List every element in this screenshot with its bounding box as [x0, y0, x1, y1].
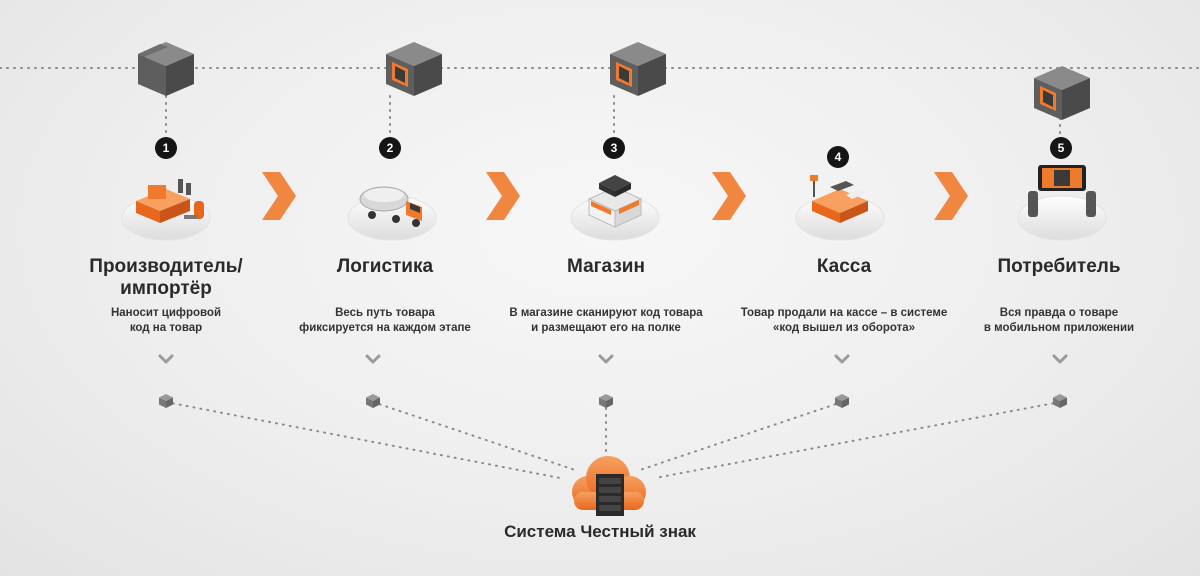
node-cube-icon [159, 394, 1067, 408]
chevron-down-icon [158, 354, 1068, 364]
step-title: Касса [816, 256, 872, 277]
step-number-badge: 3 [603, 137, 625, 159]
cloud-server-icon [572, 456, 646, 516]
step-number-badge: 1 [155, 137, 177, 159]
step-title: Потребитель [997, 256, 1121, 277]
qr-box-icon [1034, 66, 1090, 120]
box-icon [138, 42, 194, 96]
step-description: Весь путь товара фиксируется на каждом э… [299, 307, 471, 334]
qr-box-icon [610, 42, 666, 96]
system-label: Система Честный знак [504, 522, 696, 541]
phone-icon [1028, 165, 1096, 217]
step-title: Производитель/ импортёр [89, 256, 243, 299]
truck-icon [359, 186, 422, 227]
arrow-right-icon [262, 172, 968, 220]
step-title: Магазин [567, 256, 645, 277]
step-description: В магазине сканируют код товара и размещ… [509, 307, 703, 334]
box-connectors [165, 95, 1061, 135]
step-title: Логистика [336, 256, 434, 277]
step-number-badge: 4 [827, 146, 849, 168]
step-description: Вся правда о товаре в мобильном приложен… [983, 307, 1135, 334]
system-connectors [165, 401, 1061, 479]
step-description: Наносит цифровой код на товар [110, 307, 222, 334]
cash-register-icon [810, 175, 868, 223]
step-description: Товар продали на кассе – в системе «код … [740, 307, 948, 334]
step-number-badge: 2 [379, 137, 401, 159]
qr-box-icon [386, 42, 442, 96]
factory-icon [136, 179, 204, 223]
shop-icon [587, 175, 643, 228]
step-number-badge: 5 [1050, 137, 1072, 159]
